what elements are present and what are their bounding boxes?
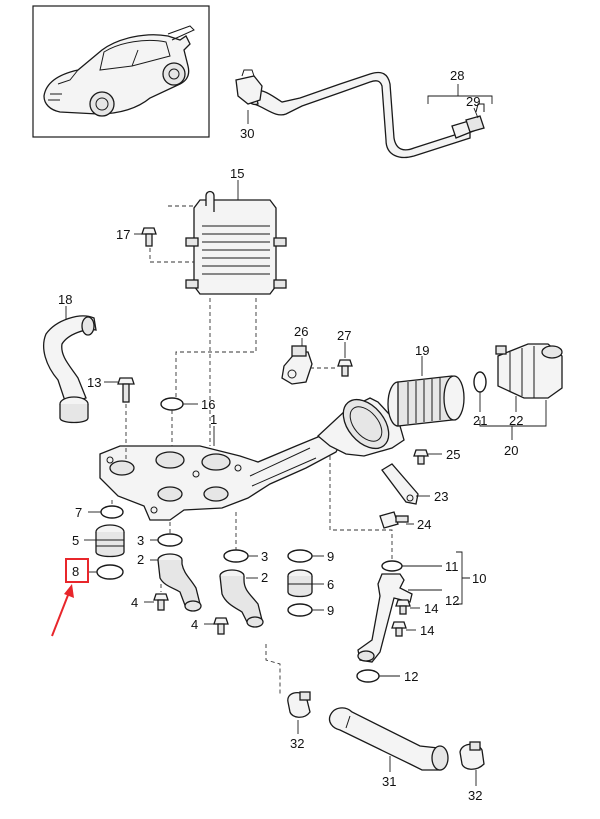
- plug-6: [287, 569, 313, 598]
- oil-filter-insert-19: [387, 375, 465, 427]
- callout-24: 24: [417, 517, 431, 532]
- bolt-25: [413, 449, 429, 465]
- callout-32: 32: [468, 788, 482, 803]
- o-ring-21: [473, 371, 487, 393]
- callout-13: 13: [87, 375, 101, 390]
- oil-cooler: [185, 190, 287, 295]
- oil-filter-housing-1: [99, 397, 405, 521]
- callout-18: 18: [58, 292, 72, 307]
- bracket-20: [479, 400, 547, 440]
- callout-31: 31: [382, 774, 396, 789]
- filter-cover-22: [495, 343, 563, 399]
- highlight-arrowhead: [64, 584, 74, 598]
- highlight-box: [65, 558, 89, 583]
- bolt-4a: [153, 593, 169, 611]
- callout-17: 17: [116, 227, 130, 242]
- callout-14: 14: [420, 623, 434, 638]
- callout-4: 4: [131, 595, 138, 610]
- elbow-fitting-2a: [157, 553, 202, 612]
- bracket-10: [456, 551, 470, 605]
- callout-7: 7: [75, 505, 82, 520]
- callout-12: 12: [445, 593, 459, 608]
- o-ring-12: [356, 669, 380, 683]
- bolt-14b: [391, 621, 407, 637]
- callout-30: 30: [240, 126, 254, 141]
- callout-16: 16: [201, 397, 215, 412]
- o-ring-11: [381, 560, 403, 572]
- o-ring-3a: [157, 533, 183, 547]
- bracket-23: [381, 463, 419, 505]
- callout-labels: 1 2 2 3 3 4 4 5 6 7 8 9 9 10 11 12 12 13…: [58, 68, 523, 803]
- callout-3: 3: [137, 533, 144, 548]
- bolt-27: [337, 359, 353, 377]
- callout-27: 27: [337, 328, 351, 343]
- o-ring-7: [100, 505, 124, 519]
- coolant-hose-18: [43, 315, 97, 424]
- callout-10: 10: [472, 571, 486, 586]
- callout-25: 25: [446, 447, 460, 462]
- oil-pipe-10: [357, 573, 413, 663]
- o-ring-8: [96, 564, 124, 580]
- callout-26: 26: [294, 324, 308, 339]
- clamp-32b: [459, 741, 485, 770]
- plug-5: [95, 524, 125, 558]
- breather-hose-assembly: [235, 69, 485, 159]
- highlight-arrow: [51, 589, 71, 637]
- callout-28: 28: [450, 68, 464, 83]
- o-ring-16: [160, 397, 184, 411]
- callout-19: 19: [415, 343, 429, 358]
- callout-21: 21: [473, 413, 487, 428]
- elbow-fitting-2b: [219, 569, 264, 628]
- vehicle-inset: [32, 5, 210, 138]
- leader-29: [473, 107, 479, 119]
- bolt-24: [379, 511, 409, 529]
- callout-32: 32: [290, 736, 304, 751]
- coolant-hose-31: [328, 707, 449, 771]
- leader-28: [427, 84, 493, 104]
- callout-11: 11: [445, 559, 459, 574]
- callout-22: 22: [509, 413, 523, 428]
- callout-9: 9: [327, 549, 334, 564]
- callout-8: 8: [72, 564, 79, 579]
- callout-2: 2: [261, 570, 268, 585]
- callout-15: 15: [230, 166, 244, 181]
- callout-6: 6: [327, 577, 334, 592]
- bolt-17: [141, 227, 157, 247]
- callout-12: 12: [404, 669, 418, 684]
- clamp-32a: [287, 691, 311, 718]
- callout-3: 3: [261, 549, 268, 564]
- callout-9: 9: [327, 603, 334, 618]
- sensor-26: [281, 345, 313, 385]
- callout-4: 4: [191, 617, 198, 632]
- callout-2: 2: [137, 552, 144, 567]
- bolt-14a: [395, 599, 411, 615]
- callout-29: 29: [466, 94, 480, 109]
- o-ring-9a: [287, 549, 313, 563]
- callout-1: 1: [210, 412, 217, 427]
- callout-23: 23: [434, 489, 448, 504]
- bolt-4b: [213, 617, 229, 635]
- o-ring-3b: [223, 549, 249, 563]
- o-ring-9b: [287, 603, 313, 617]
- car-illustration: [43, 25, 195, 117]
- callout-20: 20: [504, 443, 518, 458]
- callout-14: 14: [424, 601, 438, 616]
- callout-5: 5: [72, 533, 79, 548]
- bolt-13: [117, 377, 135, 403]
